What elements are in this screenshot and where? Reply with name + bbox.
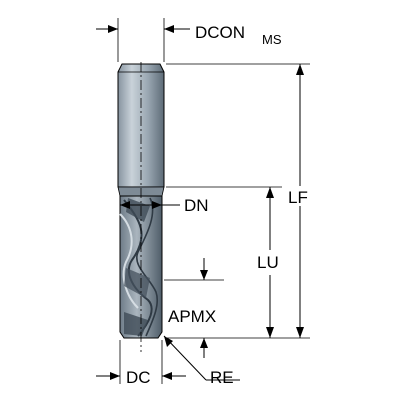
dn-dimension — [120, 186, 282, 209]
re-leader — [163, 335, 240, 381]
dcon-dimension — [96, 18, 190, 62]
dn-label: DN — [184, 196, 209, 215]
lu-dimension — [266, 187, 274, 338]
tool-flutes — [119, 195, 163, 339]
apmx-label: APMX — [168, 307, 216, 326]
lu-label: LU — [257, 253, 279, 272]
dcon-label: DCON — [195, 23, 245, 42]
lf-label: LF — [288, 188, 308, 207]
lf-dimension — [166, 63, 310, 339]
re-label: RE — [210, 368, 234, 387]
dc-label: DC — [126, 368, 151, 387]
dcon-subscript: MS — [262, 32, 282, 47]
apmx-dimension — [164, 258, 224, 358]
dc-dimension — [96, 340, 186, 384]
